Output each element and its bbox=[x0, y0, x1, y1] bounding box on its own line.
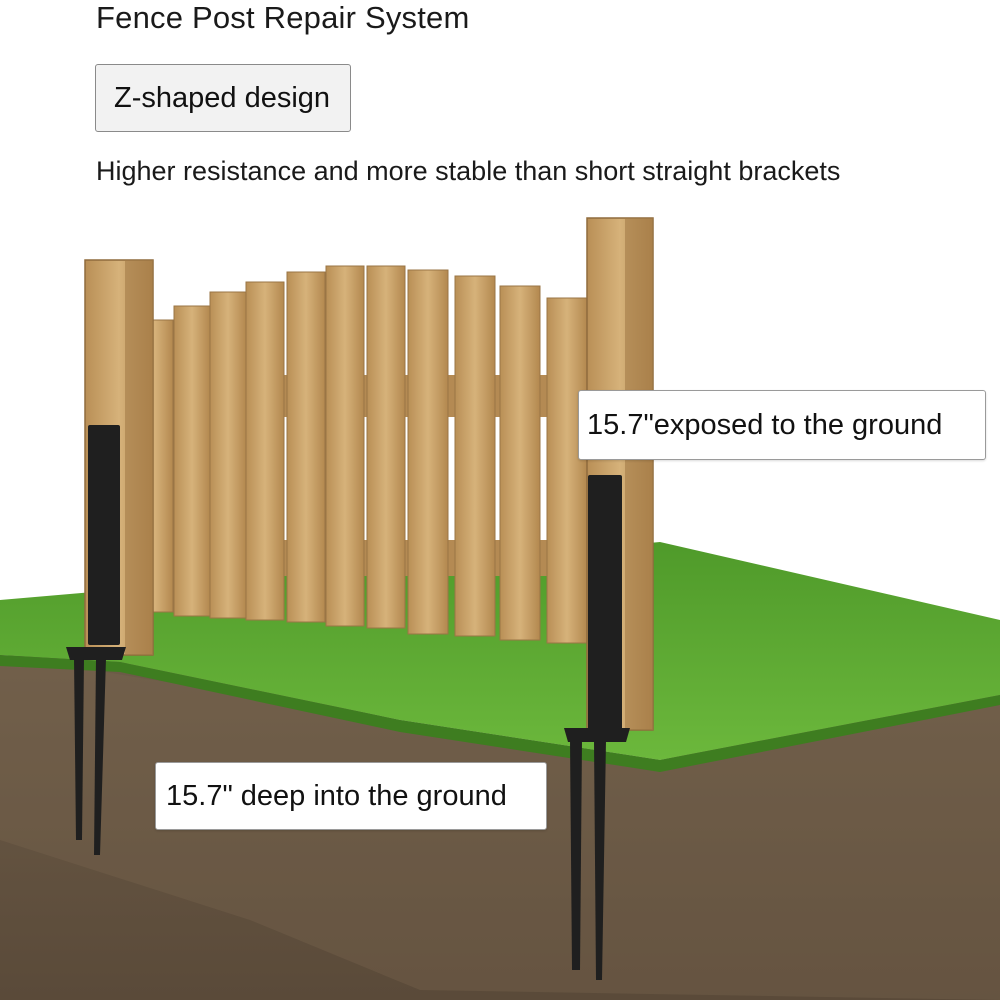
fence-illustration bbox=[0, 217, 1000, 1000]
post-bracket-right bbox=[564, 475, 630, 980]
page-title: Fence Post Repair System bbox=[96, 0, 470, 35]
post-bracket-left bbox=[66, 425, 126, 855]
feature-badge: Z-shaped design bbox=[95, 64, 351, 132]
feature-description: Higher resistance and more stable than s… bbox=[96, 156, 841, 186]
depth-callout: 15.7" deep into the ground bbox=[155, 762, 547, 830]
exposed-length-callout: 15.7"exposed to the ground bbox=[578, 390, 986, 460]
fence-pickets bbox=[136, 265, 588, 644]
